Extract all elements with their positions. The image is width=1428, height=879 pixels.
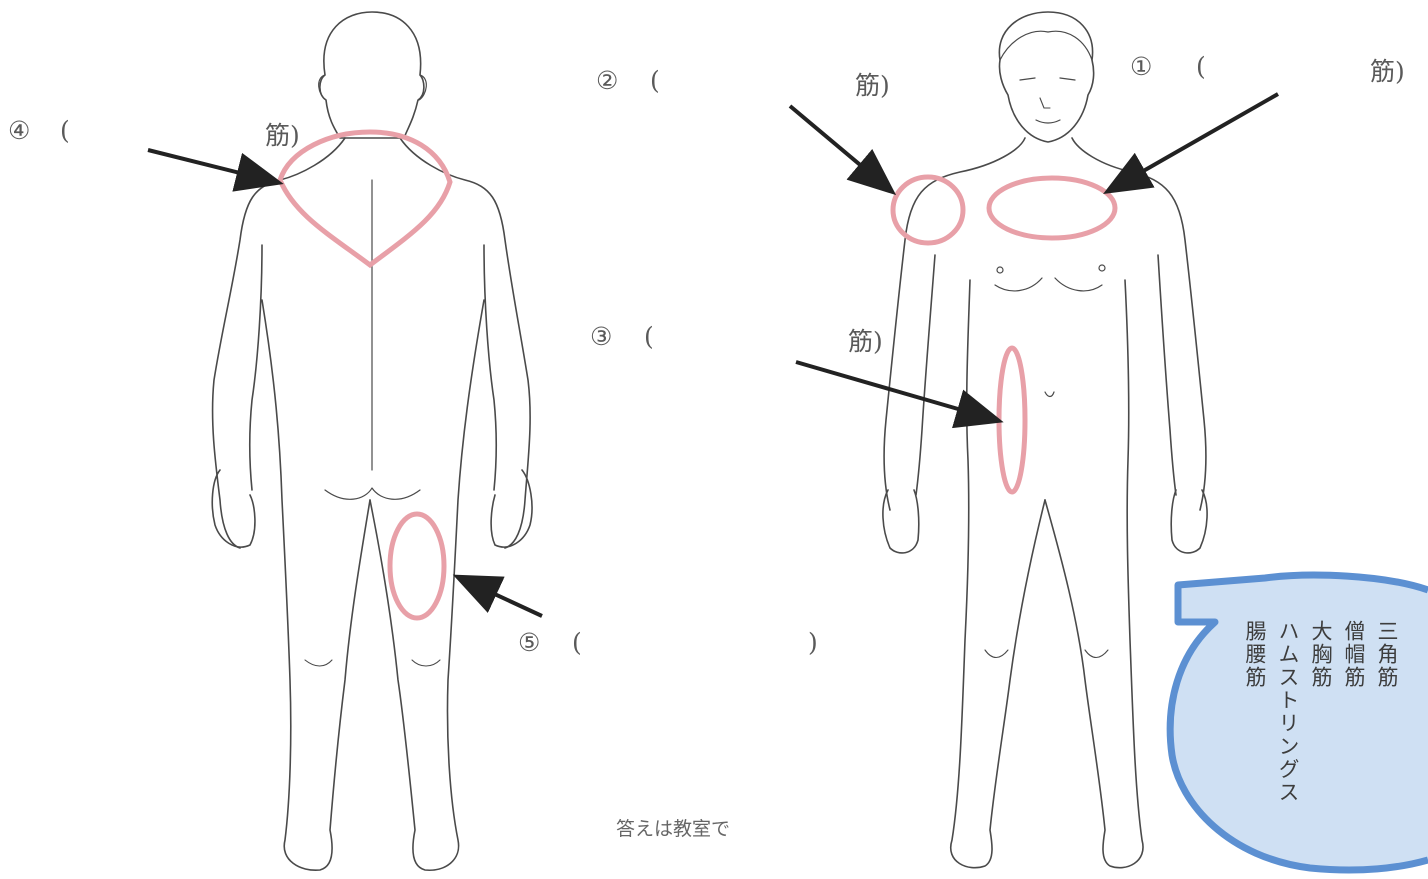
question-2-number: ② bbox=[596, 66, 619, 95]
arrow-2 bbox=[790, 106, 890, 190]
question-2-open-paren: ( bbox=[650, 66, 660, 95]
question-4-suffix: 筋) bbox=[265, 116, 300, 152]
deltoid-highlight bbox=[893, 177, 963, 243]
front-view-figure bbox=[883, 12, 1207, 868]
answer-note: 答えは教室で bbox=[616, 814, 730, 841]
question-4-open-paren: ( bbox=[60, 116, 70, 145]
question-1-number: ① bbox=[1130, 52, 1153, 81]
question-3-number: ③ bbox=[590, 322, 613, 351]
question-1-open-paren: ( bbox=[1196, 52, 1206, 81]
trapezius-highlight bbox=[280, 132, 450, 265]
choice-trapezius: 僧帽筋 bbox=[1342, 620, 1366, 689]
hamstring-highlight bbox=[390, 514, 444, 618]
question-5-open-paren: ( bbox=[572, 628, 582, 657]
question-2-suffix: 筋) bbox=[855, 66, 890, 102]
pectoral-highlight bbox=[989, 178, 1115, 238]
back-view-figure bbox=[212, 12, 532, 870]
iliopsoas-highlight bbox=[999, 348, 1025, 492]
question-3-suffix: 筋) bbox=[848, 322, 883, 358]
arrow-4 bbox=[148, 150, 276, 182]
question-4-number: ④ bbox=[8, 116, 31, 145]
choice-iliopsoas: 腸腰筋 bbox=[1243, 620, 1267, 689]
arrow-5 bbox=[460, 578, 542, 616]
question-5-suffix: ) bbox=[808, 628, 818, 657]
arrow-1 bbox=[1110, 94, 1278, 190]
choice-deltoid: 三角筋 bbox=[1375, 620, 1399, 689]
choice-pectoralis-major: 大胸筋 bbox=[1309, 620, 1333, 689]
choice-hamstrings: ハムストリングス bbox=[1276, 620, 1300, 804]
question-5-number: ⑤ bbox=[518, 628, 541, 657]
arrow-3 bbox=[796, 362, 996, 420]
question-3-open-paren: ( bbox=[644, 322, 654, 351]
question-1-suffix: 筋) bbox=[1370, 52, 1405, 88]
